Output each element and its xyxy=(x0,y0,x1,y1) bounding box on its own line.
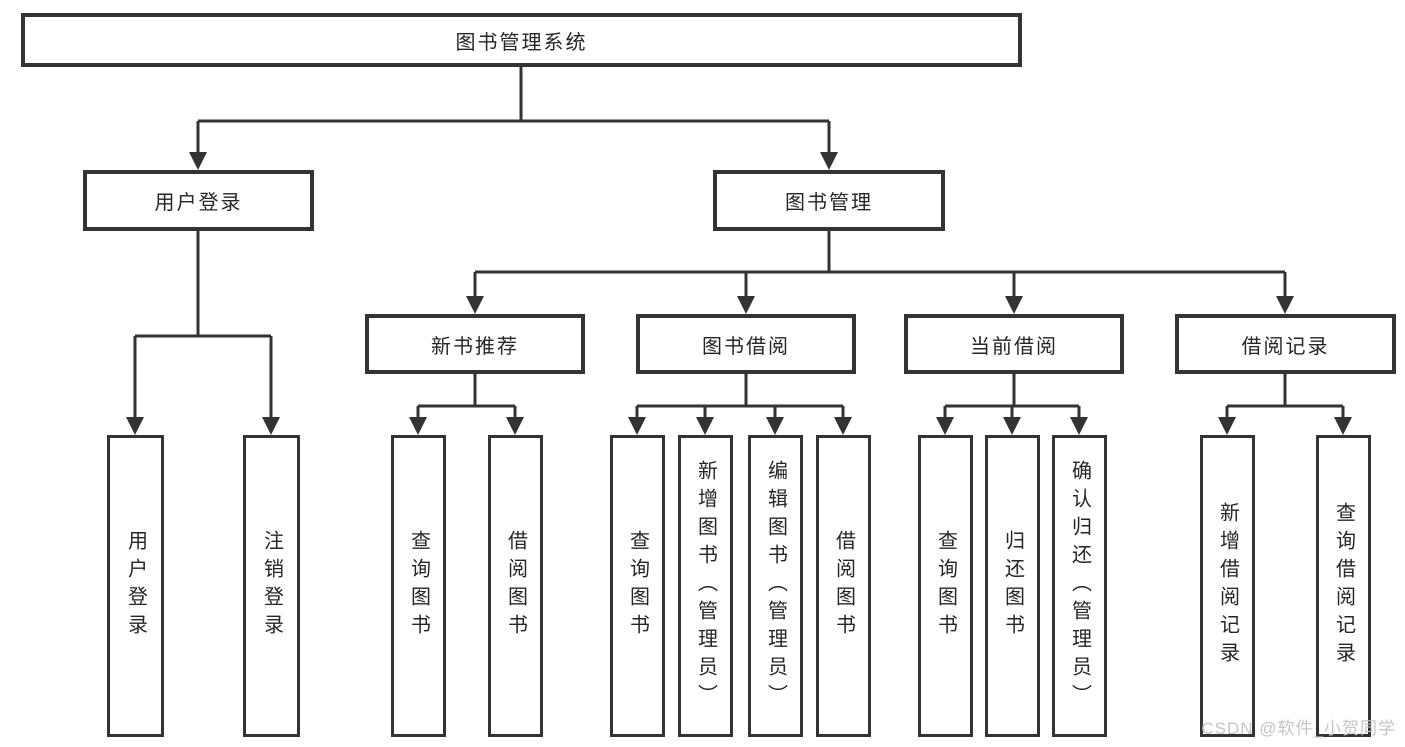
node-book-borrowing: 图书借阅 xyxy=(636,314,856,374)
arrowheads xyxy=(126,152,1352,435)
leaf-borrow-books-recommend: 借阅图书 xyxy=(488,435,543,737)
leaf-label: 查询图书 xyxy=(407,530,430,642)
leaf-label: 新增图书（管理员） xyxy=(694,460,717,712)
leaf-label: 新增借阅记录 xyxy=(1216,502,1239,670)
leaf-borrow-books: 借阅图书 xyxy=(816,435,871,737)
node-new-book-recommendation: 新书推荐 xyxy=(365,314,585,374)
leaf-label: 用户登录 xyxy=(124,530,147,642)
csdn-watermark: CSDN @软件_小贺同学 xyxy=(1201,719,1396,738)
leaf-query-books-borrowing: 查询图书 xyxy=(610,435,665,737)
leaf-label: 查询图书 xyxy=(934,530,957,642)
leaf-label: 借阅图书 xyxy=(832,530,855,642)
leaf-label: 借阅图书 xyxy=(504,530,527,642)
leaf-logout: 注销登录 xyxy=(243,435,300,737)
leaf-query-books-recommend: 查询图书 xyxy=(391,435,446,737)
leaf-add-borrow-record: 新增借阅记录 xyxy=(1200,435,1255,737)
leaf-label: 注销登录 xyxy=(260,530,283,642)
leaf-label: 编辑图书（管理员） xyxy=(764,460,787,712)
node-user-login: 用户登录 xyxy=(83,170,314,231)
leaf-edit-books-admin: 编辑图书（管理员） xyxy=(748,435,803,737)
node-label: 图书管理系统 xyxy=(455,31,588,54)
node-label: 用户登录 xyxy=(154,192,243,214)
node-label: 图书借阅 xyxy=(702,335,790,358)
node-borrowing-records: 借阅记录 xyxy=(1175,314,1396,374)
leaf-confirm-return-admin: 确认归还（管理员） xyxy=(1052,435,1107,737)
leaf-label: 查询图书 xyxy=(626,530,649,642)
leaf-user-login: 用户登录 xyxy=(107,435,164,737)
leaf-add-books-admin: 新增图书（管理员） xyxy=(678,435,733,737)
node-label: 借阅记录 xyxy=(1241,335,1330,358)
node-current-borrowing: 当前借阅 xyxy=(904,314,1124,374)
leaf-query-books-current: 查询图书 xyxy=(918,435,973,737)
leaf-label: 归还图书 xyxy=(1001,530,1024,642)
node-label: 当前借阅 xyxy=(970,335,1058,358)
leaf-return-books: 归还图书 xyxy=(985,435,1040,737)
node-library-management-system: 图书管理系统 xyxy=(21,13,1022,67)
leaf-query-borrow-record: 查询借阅记录 xyxy=(1316,435,1371,737)
node-label: 图书管理 xyxy=(785,192,873,214)
node-book-management: 图书管理 xyxy=(713,170,945,231)
leaf-label: 查询借阅记录 xyxy=(1332,502,1355,670)
node-label: 新书推荐 xyxy=(431,335,519,358)
leaf-label: 确认归还（管理员） xyxy=(1068,460,1091,712)
